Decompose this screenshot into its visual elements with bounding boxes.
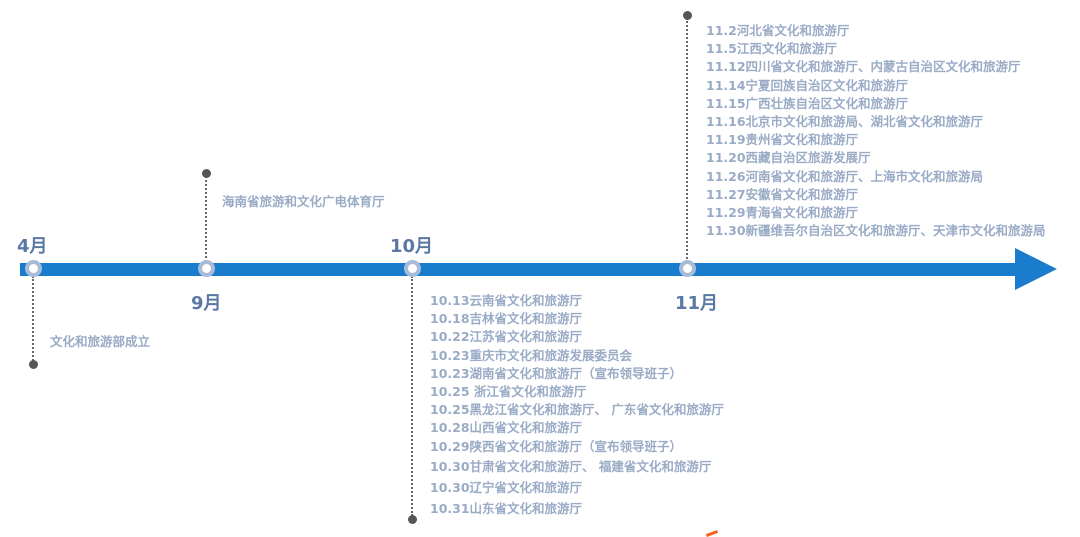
- month-label-november: 11月: [675, 293, 719, 314]
- endpoint-dot-september: [202, 169, 211, 178]
- list-item: 10.30甘肃省文化和旅游厅、 福建省文化和旅游厅: [430, 458, 712, 474]
- connector-november: [686, 18, 688, 262]
- list-item: 11.5江西文化和旅游厅: [706, 41, 837, 57]
- october-event-list: 10.13云南省文化和旅游厅 10.18吉林省文化和旅游厅 10.22江苏省文化…: [430, 292, 724, 519]
- list-item: 11.16北京市文化和旅游局、湖北省文化和旅游厅: [706, 113, 984, 129]
- list-item: 11.12四川省文化和旅游厅、内蒙古自治区文化和旅游厅: [706, 59, 1021, 75]
- november-event-list: 11.2河北省文化和旅游厅 11.5江西文化和旅游厅 11.12四川省文化和旅游…: [706, 22, 1046, 240]
- node-november: [679, 260, 696, 277]
- list-item: 11.30新疆维吾尔自治区文化和旅游厅、天津市文化和旅游局: [706, 223, 1046, 239]
- list-item: 11.27安徽省文化和旅游厅: [706, 186, 859, 202]
- node-october: [404, 260, 421, 277]
- node-april: [25, 260, 42, 277]
- timeline-axis: [20, 263, 1020, 276]
- event-september: 海南省旅游和文化广电体育厅: [222, 194, 385, 209]
- connector-april: [32, 276, 34, 364]
- list-item: 10.28山西省文化和旅游厅: [430, 420, 583, 436]
- endpoint-dot-october: [408, 515, 417, 524]
- list-item: 10.31山东省文化和旅游厅: [430, 500, 583, 516]
- list-item: 10.23湖南省文化和旅游厅（宣布领导班子）: [430, 365, 683, 381]
- list-item: 11.26河南省文化和旅游厅、上海市文化和旅游局: [706, 168, 984, 184]
- list-item: 10.22江苏省文化和旅游厅: [430, 329, 583, 345]
- endpoint-dot-november: [683, 11, 692, 20]
- endpoint-dot-april: [29, 360, 38, 369]
- month-label-april: 4月: [17, 236, 48, 257]
- list-item: 10.13云南省文化和旅游厅: [430, 293, 583, 308]
- connector-october: [411, 276, 413, 516]
- month-label-october: 10月: [390, 236, 434, 257]
- list-item: 10.25黑龙江省文化和旅游厅、 广东省文化和旅游厅: [430, 402, 724, 418]
- list-item: 11.19贵州省文化和旅游厅: [706, 132, 859, 148]
- event-april: 文化和旅游部成立: [50, 334, 151, 349]
- list-item: 11.29青海省文化和旅游厅: [706, 204, 859, 220]
- node-september: [198, 260, 215, 277]
- connector-september: [205, 176, 207, 262]
- month-label-september: 9月: [191, 293, 222, 314]
- list-item: 11.14宁夏回族自治区文化和旅游厅: [706, 77, 909, 93]
- list-item: 10.30辽宁省文化和旅游厅: [430, 479, 583, 495]
- arrow-head-icon: [1015, 248, 1057, 290]
- list-item: 10.23重庆市文化和旅游发展委员会: [430, 347, 633, 363]
- list-item: 11.20西藏自治区旅游发展厅: [706, 150, 871, 166]
- list-item: 11.15广西壮族自治区文化和旅游厅: [706, 95, 909, 111]
- decorative-mark: [705, 530, 719, 537]
- list-item: 10.25 浙江省文化和旅游厅: [430, 383, 587, 399]
- list-item: 11.2河北省文化和旅游厅: [706, 23, 850, 38]
- list-item: 10.29陕西省文化和旅游厅（宣布领导班子）: [430, 438, 683, 454]
- list-item: 10.18吉林省文化和旅游厅: [430, 311, 583, 327]
